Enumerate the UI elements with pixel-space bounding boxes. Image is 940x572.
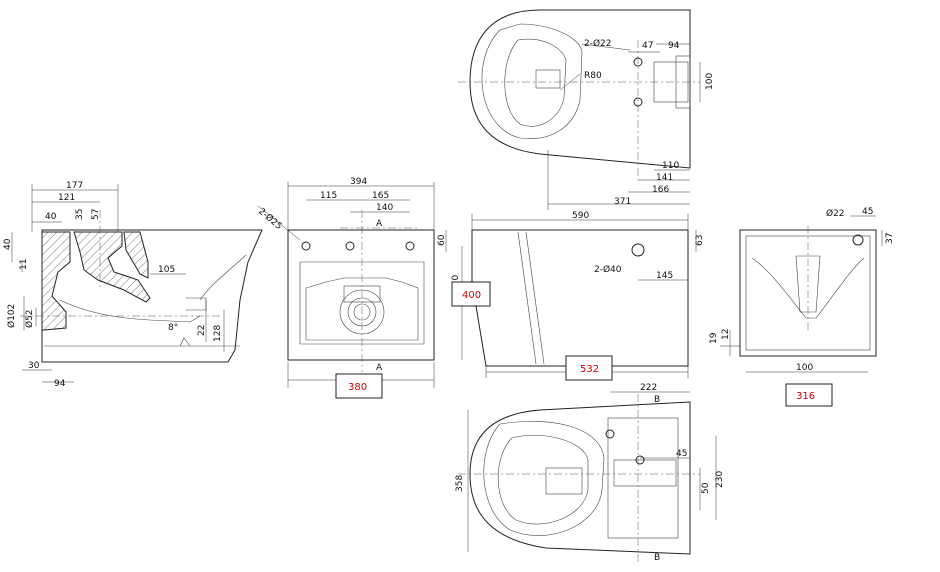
front-view: 394 115 165 140 A A 2-Ø25 60 170 380 <box>256 177 463 399</box>
rear-dim-19: 19 <box>709 332 719 344</box>
top-dim-141: 141 <box>656 173 673 183</box>
side-dim-105: 105 <box>158 265 175 275</box>
top-dim-2d22: 2-Ø22 <box>584 38 612 49</box>
elev-height-value: 400 <box>462 290 481 301</box>
elev-length-box: 532 <box>565 355 613 381</box>
front-dim-2d25: 2-Ø25 <box>256 206 284 232</box>
bottom-section-b-top: B <box>654 395 660 405</box>
rear-dim-100: 100 <box>796 363 813 373</box>
side-section-view: 177 121 40 35 57 40 11 105 Ø102 Ø52 8° 2… <box>3 181 263 389</box>
elev-dim-145: 145 <box>656 271 673 281</box>
rear-dim-d22: Ø22 <box>826 208 845 219</box>
top-dim-371: 371 <box>614 197 631 207</box>
rear-dim-12: 12 <box>721 329 731 340</box>
front-dim-165: 165 <box>372 191 389 201</box>
top-dim-94: 94 <box>668 41 680 51</box>
side-dim-11: 11 <box>19 259 29 270</box>
bottom-dim-50: 50 <box>701 482 711 494</box>
top-view-lower: 222 B B 358 45 50 230 <box>455 383 725 563</box>
front-section-a-top: A <box>376 219 383 229</box>
top-dim-r80: R80 <box>584 71 602 81</box>
side-dim-d52: Ø52 <box>24 309 35 328</box>
side-dim-8deg: 8° <box>168 323 178 333</box>
side-dim-40b: 40 <box>3 238 13 250</box>
side-dim-57: 57 <box>91 209 101 220</box>
bottom-dim-230: 230 <box>715 471 725 488</box>
side-dim-94: 94 <box>54 379 66 389</box>
top-dim-110: 110 <box>662 161 679 171</box>
top-dim-100: 100 <box>705 73 715 90</box>
rear-view: Ø22 45 37 19 12 100 316 <box>709 207 895 407</box>
rear-width-box: 316 <box>785 383 833 407</box>
rear-dim-37: 37 <box>885 233 895 244</box>
side-dim-128: 128 <box>213 325 223 342</box>
bottom-dim-222: 222 <box>640 383 657 393</box>
top-view-upper: 2-Ø22 47 94 R80 100 110 141 166 371 <box>458 9 715 210</box>
elev-height-box: 400 <box>451 281 491 307</box>
side-dim-40: 40 <box>45 212 57 222</box>
bottom-dim-45: 45 <box>676 449 687 459</box>
top-dim-47: 47 <box>642 41 653 51</box>
rear-width-value: 316 <box>796 391 815 402</box>
bottom-section-b-bottom: B <box>654 553 660 563</box>
side-dim-35: 35 <box>75 209 85 220</box>
front-width-value: 380 <box>348 382 367 393</box>
top-dim-166: 166 <box>652 185 669 195</box>
side-dim-d102: Ø102 <box>6 304 17 328</box>
elev-dim-63: 63 <box>695 235 705 246</box>
elev-dim-2d40: 2-Ø40 <box>594 264 622 275</box>
side-dim-177: 177 <box>66 181 83 191</box>
front-dim-140: 140 <box>376 203 393 213</box>
front-section-a-bottom: A <box>376 363 383 373</box>
front-width-box: 380 <box>335 373 383 399</box>
bottom-dim-358: 358 <box>455 475 465 492</box>
rear-dim-45: 45 <box>862 207 873 217</box>
side-dim-22: 22 <box>197 325 207 336</box>
elev-length-value: 532 <box>580 364 599 375</box>
front-dim-115: 115 <box>320 191 337 201</box>
front-dim-60: 60 <box>437 234 447 246</box>
elev-dim-590: 590 <box>572 211 589 221</box>
side-dim-121: 121 <box>58 193 75 203</box>
front-dim-394: 394 <box>350 177 367 187</box>
side-dim-30: 30 <box>28 361 40 371</box>
side-elevation-view: 590 63 2-Ø40 145 400 532 <box>451 211 705 381</box>
